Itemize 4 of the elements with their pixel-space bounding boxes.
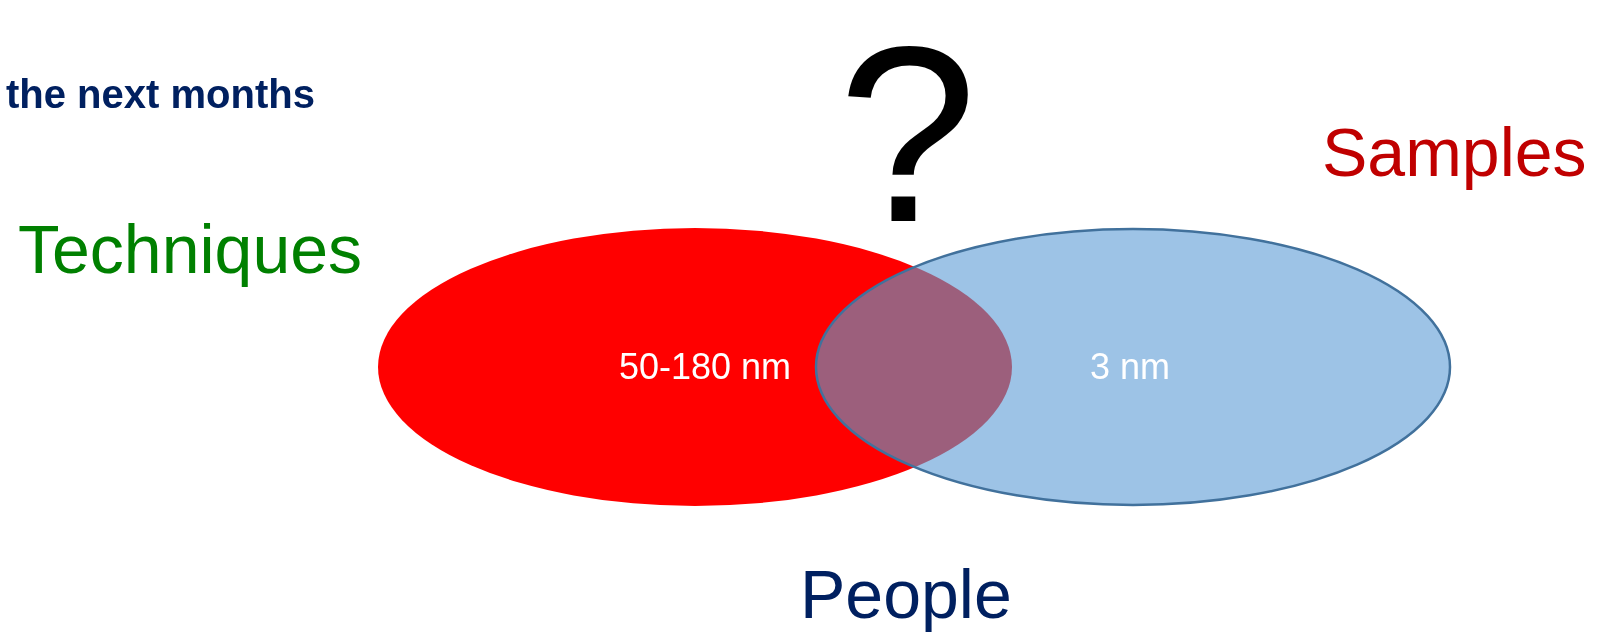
heading-text: the next months xyxy=(6,74,315,114)
question-mark: ? xyxy=(838,10,978,260)
size-label: 3 nm xyxy=(1090,349,1170,385)
size-label: 50-180 nm xyxy=(618,349,792,385)
